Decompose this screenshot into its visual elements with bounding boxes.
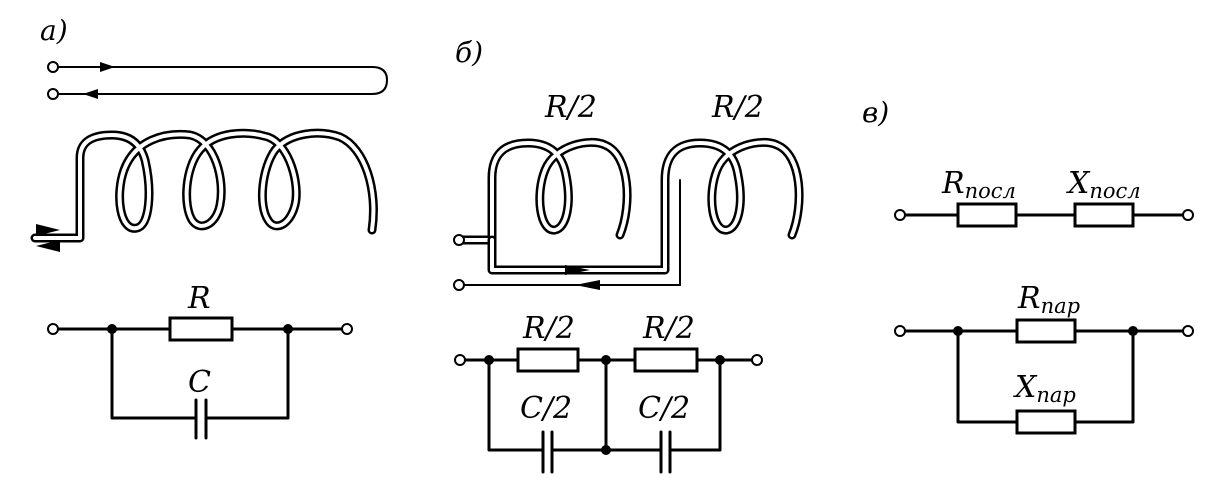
arrow-left-icon [575, 280, 600, 290]
label-C-half-1: C/2 [520, 391, 572, 426]
terminal [341, 323, 353, 335]
rc-ladder-circuit [454, 347, 763, 474]
series-equivalent [894, 202, 1194, 228]
sectioned-coil [453, 137, 804, 291]
panel-c-label: в) [862, 96, 889, 129]
terminal [454, 354, 466, 366]
resistor [1015, 318, 1077, 344]
resistor [956, 202, 1018, 228]
reactance [1073, 202, 1135, 228]
label-R-half-2: R/2 [642, 311, 695, 346]
coil-winding [30, 128, 378, 252]
node [601, 445, 611, 455]
rc-parallel-circuit [47, 316, 353, 440]
arrow-left-icon [36, 240, 60, 252]
resistor [168, 316, 234, 342]
label-R-ser: Rпосл [941, 166, 1016, 203]
label-X-par: Xпар [1013, 370, 1076, 407]
arrow-right-icon [565, 265, 590, 275]
bifilar-wire [47, 61, 388, 100]
resistor [516, 347, 580, 373]
label-R-par: Rпар [1017, 281, 1080, 318]
parallel-equivalent [894, 318, 1194, 435]
label-C-half-2: C/2 [638, 391, 690, 426]
label-C: C [188, 365, 211, 400]
terminal [894, 325, 906, 337]
label-R: R [187, 281, 211, 316]
reactance [1015, 409, 1077, 435]
panel-a-label: а) [40, 14, 68, 47]
label-coil-R-half-1: R/2 [544, 90, 597, 125]
terminal [894, 209, 906, 221]
terminal [47, 323, 59, 335]
arrow-right-icon [100, 62, 115, 72]
terminal [1182, 209, 1194, 221]
terminal [47, 61, 59, 73]
label-coil-R-half-2: R/2 [711, 90, 764, 125]
arrow-left-icon [83, 89, 98, 99]
arrow-right-icon [36, 224, 60, 236]
label-R-half-1: R/2 [522, 311, 575, 346]
resistor [633, 347, 699, 373]
label-X-ser: Xпосл [1066, 166, 1141, 203]
terminal [751, 354, 763, 366]
terminal [453, 279, 465, 291]
terminal [47, 88, 59, 100]
panel-b-label: б) [455, 36, 483, 69]
terminal [1182, 325, 1194, 337]
terminal [453, 234, 465, 246]
